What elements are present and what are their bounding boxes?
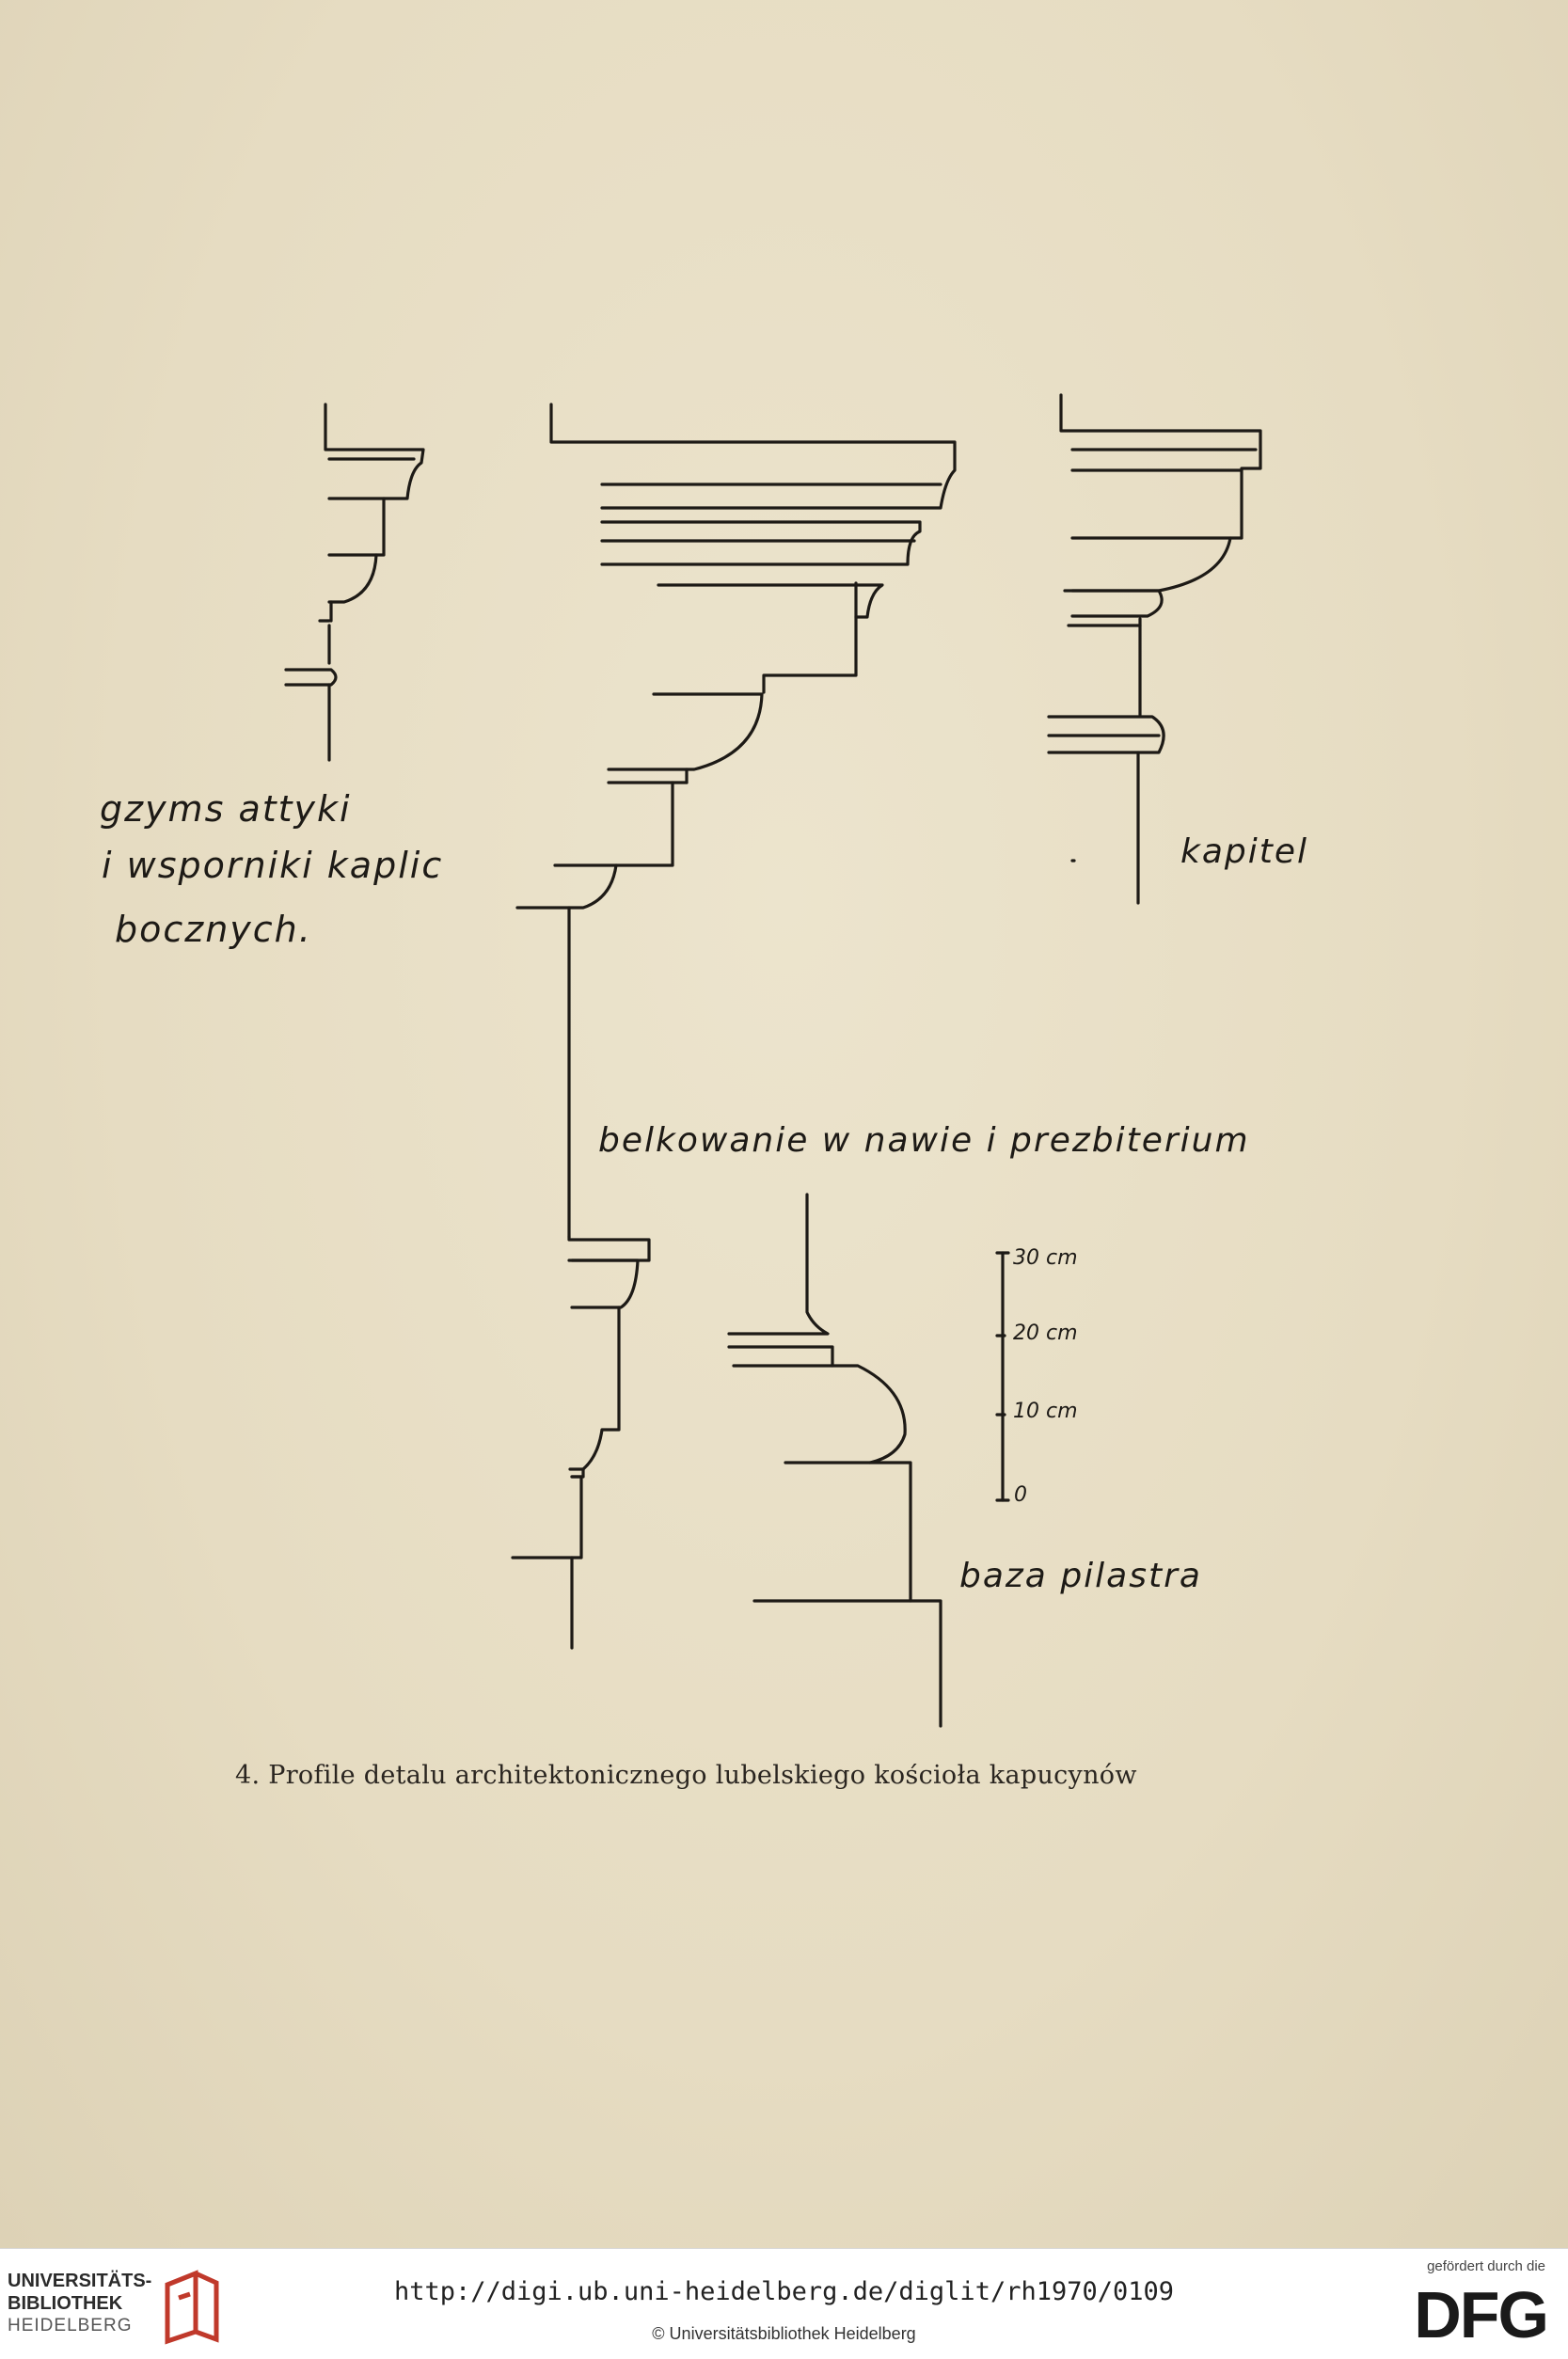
scale-tick-20cm: 20 cm [1013, 1322, 1078, 1345]
permalink-url[interactable]: http://digi.ub.uni-heidelberg.de/diglit/… [393, 2277, 1175, 2306]
profile-baza-pilastra [727, 1193, 942, 1728]
scale-bar [995, 1251, 1010, 1502]
scale-tick-10cm: 10 cm [1013, 1400, 1078, 1423]
scanned-page: gzyms attyki i wsporniki kaplic bocznych… [0, 0, 1568, 2248]
library-line1: UNIVERSITÄTS- [8, 2271, 152, 2291]
dfg-logo: DFG [1414, 2278, 1549, 2351]
profile-drawings [284, 393, 1262, 1728]
label-gzyms-attyki: gzyms attyki [100, 788, 352, 830]
scale-tick-0: 0 [1014, 1483, 1027, 1507]
library-name: UNIVERSITÄTS- BIBLIOTHEK HEIDELBERG [8, 2270, 151, 2337]
label-kapitel: kapitel [1180, 832, 1309, 871]
viewer-footer: UNIVERSITÄTS- BIBLIOTHEK HEIDELBERG http… [0, 2248, 1568, 2359]
label-bocznych: bocznych. [115, 909, 312, 950]
funded-by-text: gefördert durch die [1427, 2258, 1545, 2274]
copyright-notice: © Universitätsbibliothek Heidelberg [652, 2324, 916, 2343]
profile-gzyms-attyki [284, 403, 425, 762]
label-wsporniki-kaplic: i wsporniki kaplic [102, 845, 444, 886]
figure-caption: 4. Profile detalu architektonicznego lub… [235, 1761, 1137, 1790]
label-baza-pilastra: baza pilastra [959, 1557, 1202, 1595]
library-logo-icon [165, 2270, 219, 2345]
label-belkowanie: belkowanie w nawie i prezbiterium [598, 1121, 1250, 1160]
library-line3: HEIDELBERG [8, 2316, 133, 2335]
scale-tick-30cm: 30 cm [1013, 1246, 1078, 1270]
profile-belkowanie [511, 403, 957, 1650]
profile-kapitel [1047, 393, 1262, 905]
library-line2: BIBLIOTHEK [8, 2293, 123, 2314]
